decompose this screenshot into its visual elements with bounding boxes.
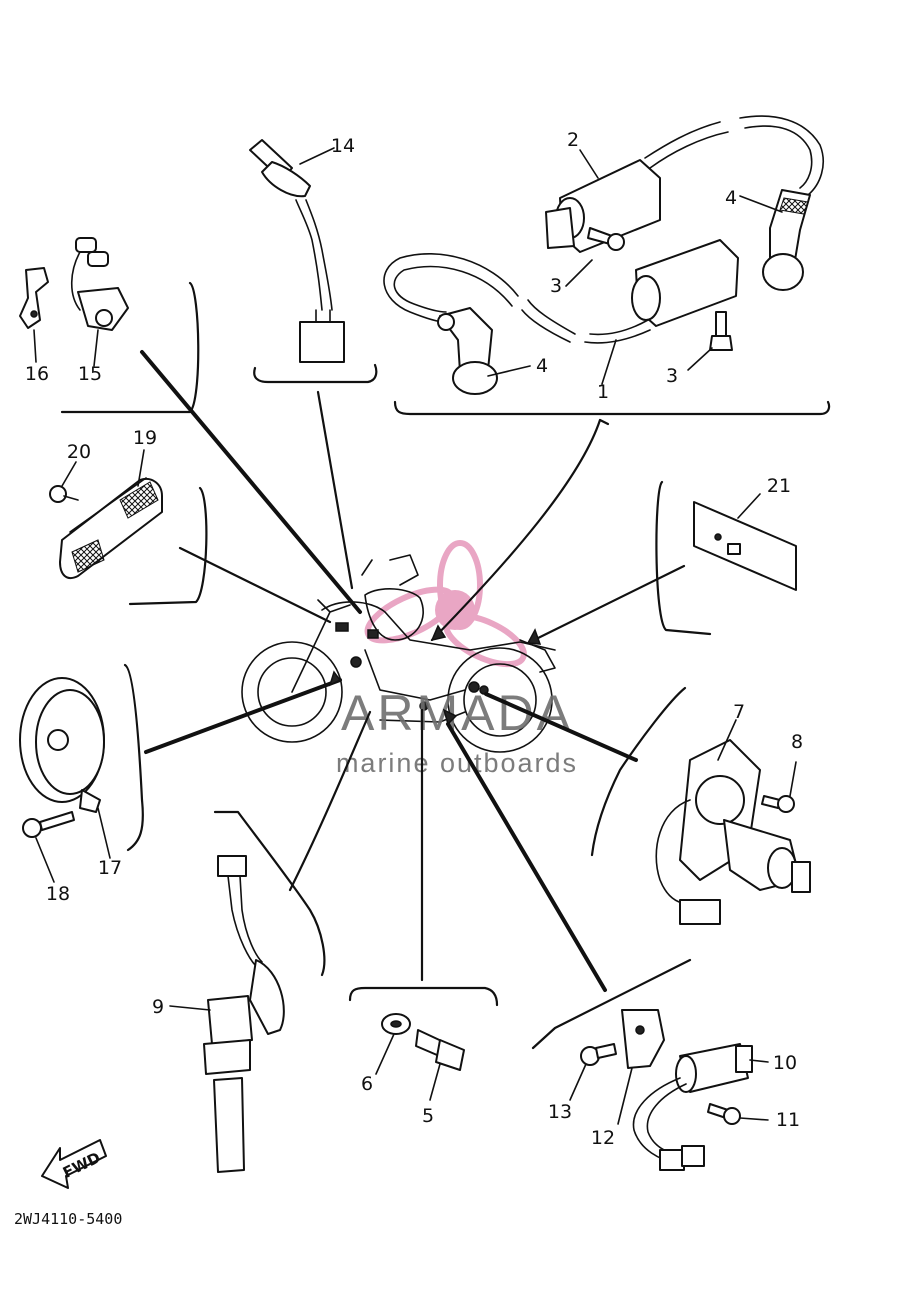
part-9-sensor bbox=[203, 855, 285, 1173]
motorcycle-outline bbox=[241, 554, 556, 753]
callout-4-right: 4 bbox=[725, 187, 737, 209]
part-4-plug-cap-left bbox=[437, 307, 498, 395]
part-8-screw bbox=[761, 795, 795, 813]
part-3-bolt-lower bbox=[709, 311, 733, 351]
leader-lines bbox=[140, 350, 686, 992]
callout-8: 8 bbox=[791, 731, 803, 753]
part-5-switch bbox=[415, 1029, 465, 1071]
watermark-brand: ARMADA bbox=[341, 685, 573, 741]
part-6-washer bbox=[381, 1013, 411, 1035]
callout-2: 2 bbox=[567, 129, 579, 151]
part-13-bolt bbox=[580, 1043, 617, 1066]
part-3-bolt-upper bbox=[587, 227, 625, 251]
part-1-ignition-coil bbox=[383, 239, 739, 344]
diagram-code: 2WJ4110-5400 bbox=[14, 1210, 122, 1228]
callout-21: 21 bbox=[767, 475, 791, 497]
part-16-bracket bbox=[19, 267, 49, 329]
callout-17: 17 bbox=[98, 857, 122, 879]
callout-15: 15 bbox=[78, 363, 102, 385]
part-19-reflector bbox=[59, 477, 163, 580]
group-brackets bbox=[60, 281, 831, 1050]
part-4-plug-cap-right bbox=[762, 189, 811, 291]
part-10-switch bbox=[632, 1043, 753, 1171]
callout-12: 12 bbox=[591, 1127, 615, 1149]
callout-20: 20 bbox=[67, 441, 91, 463]
callout-5: 5 bbox=[422, 1105, 434, 1127]
part-17-horn bbox=[19, 677, 105, 813]
callout-4-left: 4 bbox=[536, 355, 548, 377]
part-18-bolt bbox=[22, 811, 75, 838]
part-15-switch bbox=[70, 237, 129, 331]
part-7-main-switch bbox=[655, 739, 811, 925]
callout-16: 16 bbox=[25, 363, 49, 385]
part-12-bracket bbox=[621, 1009, 665, 1069]
callout-19: 19 bbox=[133, 427, 157, 449]
part-14-switch bbox=[249, 139, 345, 363]
callout-3-lower: 3 bbox=[666, 365, 678, 387]
callout-6: 6 bbox=[361, 1073, 373, 1095]
part-11-screw bbox=[707, 1103, 741, 1125]
callout-14: 14 bbox=[331, 135, 355, 157]
callout-9: 9 bbox=[152, 996, 164, 1018]
callout-18: 18 bbox=[46, 883, 70, 905]
callout-leaders bbox=[33, 147, 797, 1125]
callout-10: 10 bbox=[773, 1052, 797, 1074]
callout-7: 7 bbox=[733, 701, 745, 723]
callout-11: 11 bbox=[776, 1109, 800, 1131]
part-2-ignition-coil bbox=[545, 115, 824, 253]
callout-3-upper: 3 bbox=[550, 275, 562, 297]
watermark-logo-icon bbox=[364, 540, 527, 668]
watermark-tagline: marine outboards bbox=[336, 748, 578, 778]
fwd-arrow-icon: FWD bbox=[41, 1139, 107, 1189]
part-20-screw bbox=[49, 485, 79, 503]
part-21-reflector bbox=[693, 501, 797, 591]
callout-13: 13 bbox=[548, 1101, 572, 1123]
callout-1: 1 bbox=[597, 381, 609, 403]
